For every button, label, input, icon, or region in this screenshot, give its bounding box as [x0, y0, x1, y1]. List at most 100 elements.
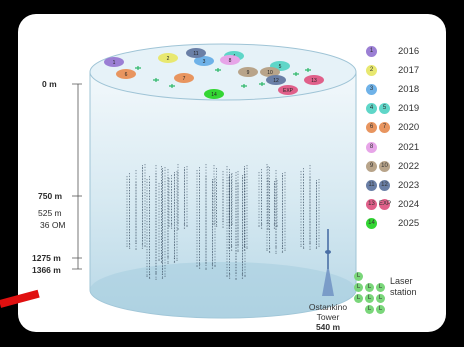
depth-label-om: 36 OM [40, 220, 66, 230]
anchor-mark: * [212, 262, 214, 267]
cluster-badge-icon: 14 [366, 218, 377, 230]
cluster-badge-icon: 7 [379, 122, 390, 134]
legend-year: 2024 [398, 199, 420, 211]
cluster-badge-icon: 2 [366, 64, 377, 76]
cluster-label: 11 [193, 51, 198, 57]
cluster-label: 2 [167, 56, 170, 62]
anchor-mark: * [176, 258, 178, 263]
anchor-mark: * [267, 227, 269, 232]
legend-icons: 3 [366, 83, 396, 95]
diagram-frame: ****************************************… [18, 14, 446, 332]
anchor-mark: * [162, 272, 164, 277]
laser-station-icon: L [354, 283, 363, 292]
tower-label: Ostankino Tower 540 m [303, 302, 353, 332]
legend-year: 2022 [398, 160, 420, 172]
anchor-mark: * [222, 225, 224, 230]
cluster-badge-icon: 5 [379, 103, 390, 115]
depth-label-750: 750 m [38, 191, 63, 201]
legend-year: 2017 [398, 64, 420, 76]
legend-icons: 8 [366, 141, 396, 153]
laser-station-icon: L [365, 283, 374, 292]
cluster-marker-13: 13 [304, 75, 324, 85]
anchor-mark: * [184, 222, 186, 227]
cluster-marker-11: 11 [186, 48, 206, 58]
anchor-mark: * [231, 244, 233, 249]
legend-year: 2019 [398, 103, 420, 115]
anchor-mark: * [155, 271, 157, 276]
ostankino-tower-icon [322, 229, 334, 296]
cluster-label: 9 [247, 70, 250, 76]
anchor-mark: * [196, 264, 198, 269]
anchor-mark: * [126, 244, 128, 249]
anchor-mark: * [261, 226, 263, 231]
anchor-mark: * [214, 264, 216, 269]
cluster-label: 13 [311, 78, 317, 84]
anchor-mark: * [229, 224, 231, 229]
lake-bottom [90, 262, 356, 318]
anchor-mark: * [269, 246, 271, 251]
anchor-mark: * [244, 244, 246, 249]
cluster-marker-1: 1 [104, 57, 124, 67]
anchor-mark: * [282, 250, 284, 255]
legend-year: 2016 [398, 45, 420, 57]
buoy-icon [135, 66, 141, 70]
cluster-badge-icon: 6 [366, 122, 377, 134]
cluster-badge-icon: 8 [366, 141, 377, 153]
laser-station-icon: L [376, 283, 385, 292]
cluster-marker-7: 7 [174, 73, 194, 83]
laser-station-icon: L [354, 272, 363, 281]
anchor-mark: * [177, 221, 179, 226]
anchor-mark: * [168, 224, 170, 229]
legend-icons: 1 [366, 45, 396, 57]
cluster-marker-9: 9 [238, 67, 258, 77]
cluster-marker-14: 14 [204, 89, 224, 99]
tower-label-line3: 540 m [315, 322, 341, 332]
anchor-mark: * [135, 241, 137, 246]
anchor-mark: * [212, 266, 214, 271]
anchor-mark: * [284, 248, 286, 253]
anchor-mark: * [242, 276, 244, 281]
anchor-mark: * [318, 244, 320, 249]
cluster-marker-EXP: EXP [278, 85, 298, 95]
anchor-mark: * [246, 246, 248, 251]
anchor-mark: * [171, 226, 173, 231]
anchor-mark: * [276, 224, 278, 229]
cluster-badge-icon: 11 [366, 179, 377, 191]
buoy-icon [169, 84, 175, 88]
laser-station-icon: L [365, 294, 374, 303]
cluster-label: EXP [283, 88, 294, 94]
anchor-mark: * [186, 224, 188, 229]
legend-row-2017: 2 2017 [366, 63, 419, 77]
cluster-marker-12: 12 [266, 75, 286, 85]
anchor-mark: * [167, 261, 169, 266]
cluster-label: 1 [113, 60, 116, 66]
buoy-icon [241, 84, 247, 88]
anchor-mark: * [258, 224, 260, 229]
anchor-mark: * [142, 246, 144, 251]
anchor-mark: * [316, 246, 318, 251]
depth-label-525: 525 m [38, 208, 62, 218]
laser-station-icon: L [376, 305, 385, 314]
anchor-mark: * [167, 255, 169, 260]
tower-label-line1: Ostankino [308, 302, 348, 312]
anchor-mark: * [274, 226, 276, 231]
anchor-mark: * [213, 222, 215, 227]
anchor-mark: * [261, 222, 263, 227]
anchor-mark: * [174, 256, 176, 261]
anchor-mark: * [300, 244, 302, 249]
anchor-mark: * [149, 276, 151, 281]
anchor-mark: * [235, 277, 237, 282]
cluster-badge-icon: EXP [379, 199, 391, 211]
cluster-marker-10: 10 [260, 67, 280, 77]
anchor-mark: * [303, 246, 305, 251]
anchor-mark: * [161, 260, 163, 265]
